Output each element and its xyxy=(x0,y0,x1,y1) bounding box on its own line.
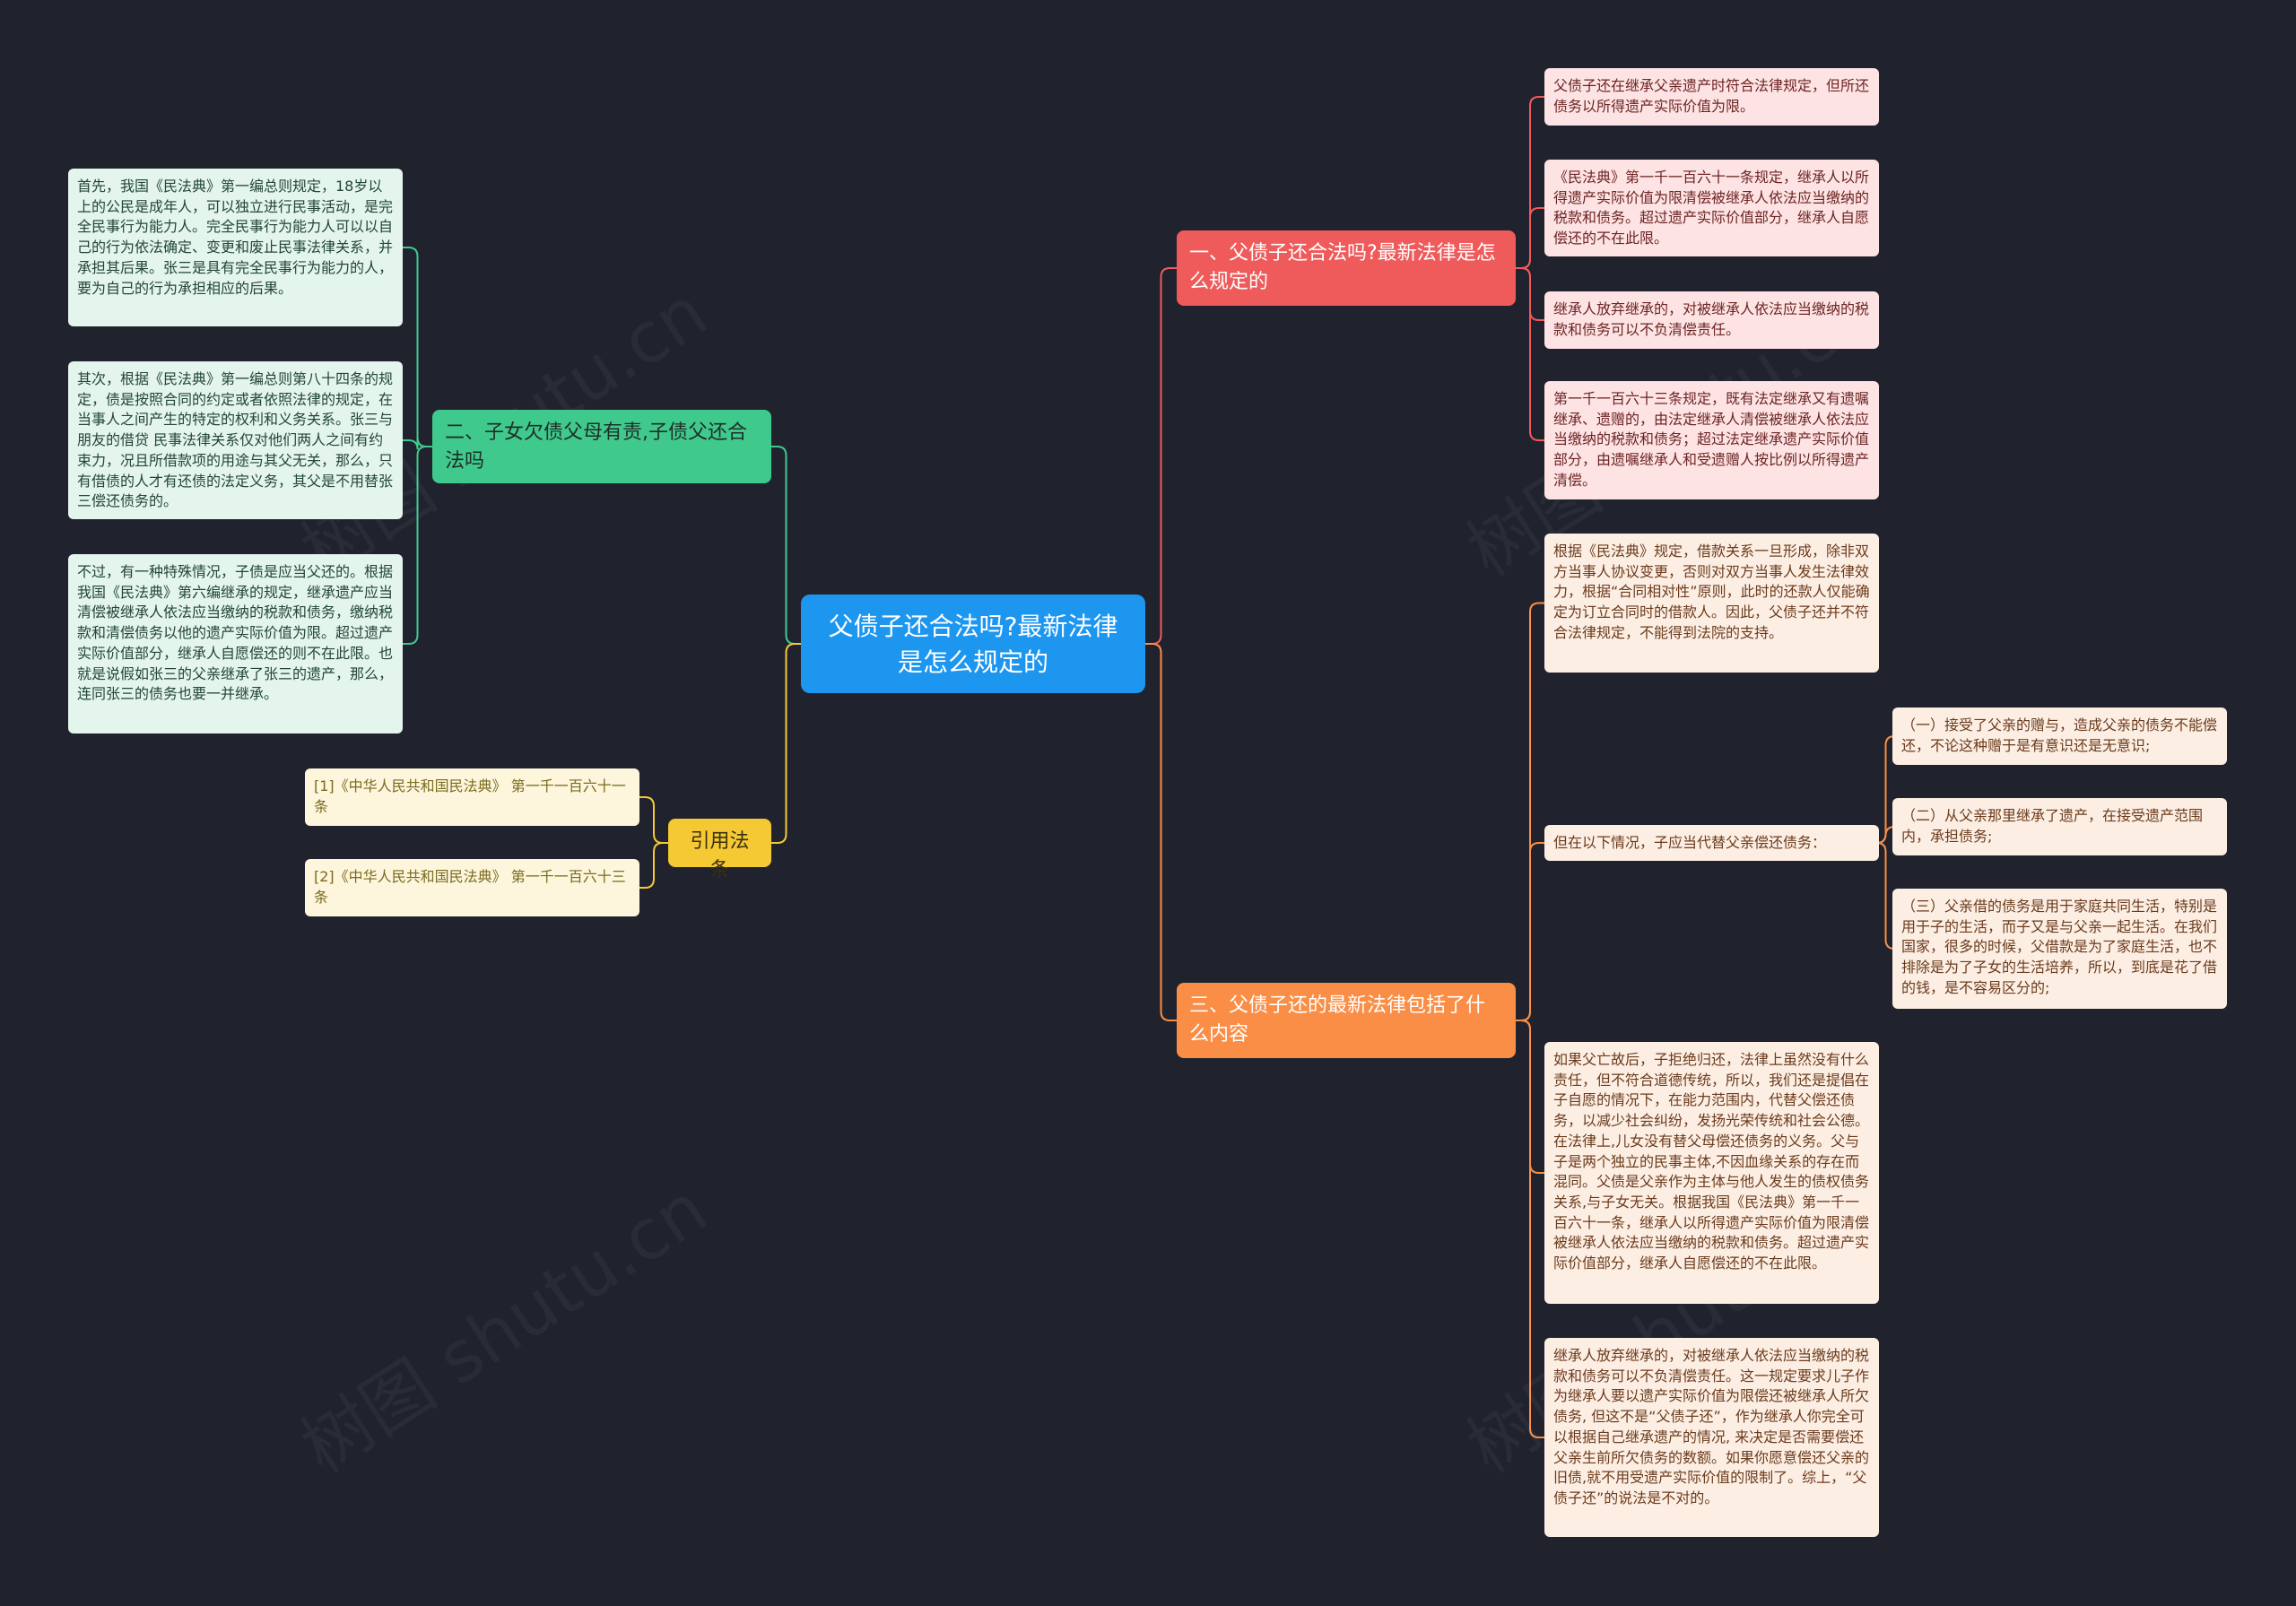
branch-references[interactable]: 引用法条 xyxy=(668,819,771,881)
link-b2-2 xyxy=(403,446,432,645)
link-b2-0 xyxy=(403,247,432,447)
leaf-b4-4[interactable]: 继承人放弃继承的，对被继承人依法应当缴纳的税款和债务可以不负清偿责任。这一规定要… xyxy=(1544,1338,1879,1537)
link-root-b4 xyxy=(1145,643,1177,1021)
root-topic[interactable]: 父债子还合法吗?最新法律是怎么规定的 xyxy=(801,595,1145,693)
condition-1[interactable]: （一）接受了父亲的赠与，造成父亲的债务不能偿还，不论这种赠于是有意识还是无意识; xyxy=(1892,708,2227,765)
link-root-b2 xyxy=(771,446,801,645)
link-b4s-2 xyxy=(1876,842,1895,950)
link-root-b3 xyxy=(771,643,801,844)
leaf-b4-1[interactable]: 根据《民法典》规定，借款关系一旦形成，除非双方当事人协议变更，否则对双方当事人发… xyxy=(1544,534,1879,673)
link-b4s-1 xyxy=(1876,826,1895,844)
branch-child-debt[interactable]: 二、子女欠债父母有责,子债父还合法吗 xyxy=(432,410,771,483)
link-b3-0 xyxy=(639,796,668,844)
reference-1[interactable]: [1]《中华人民共和国民法典》 第一千一百六十一条 xyxy=(305,768,639,826)
condition-3[interactable]: （三）父亲借的债务是用于家庭共同生活，特别是用于子的生活，而子又是与父亲一起生活… xyxy=(1892,889,2227,1009)
link-root-b1 xyxy=(1145,267,1177,645)
link-b1-3 xyxy=(1516,267,1544,441)
link-b1-1 xyxy=(1516,207,1544,269)
leaf-b2-1[interactable]: 首先，我国《民法典》第一编总则规定，18岁以上的公民是成年人，可以独立进行民事活… xyxy=(68,169,403,326)
reference-2[interactable]: [2]《中华人民共和国民法典》 第一千一百六十三条 xyxy=(305,859,639,916)
link-b3-1 xyxy=(639,842,668,889)
leaf-b1-4[interactable]: 第一千一百六十三条规定，既有法定继承又有遗嘱继承、遗赠的，由法定继承人清偿被继承… xyxy=(1544,381,1879,499)
leaf-b1-1[interactable]: 父债子还在继承父亲遗产时符合法律规定，但所还债务以所得遗产实际价值为限。 xyxy=(1544,68,1879,126)
leaf-b4-conditions[interactable]: 但在以下情况，子应当代替父亲偿还债务： xyxy=(1544,825,1879,861)
leaf-b1-3[interactable]: 继承人放弃继承的，对被继承人依法应当缴纳的税款和债务可以不负清偿责任。 xyxy=(1544,291,1879,349)
branch-latest-law[interactable]: 三、父债子还的最新法律包括了什么内容 xyxy=(1177,983,1516,1058)
leaf-b1-2[interactable]: 《民法典》第一千一百六十一条规定，继承人以所得遗产实际价值为限清偿被继承人依法应… xyxy=(1544,160,1879,256)
leaf-b2-2[interactable]: 其次，根据《民法典》第一编总则第八十四条的规定，债是按照合同的约定或者依照法律的… xyxy=(68,361,403,519)
link-b4-3 xyxy=(1516,1020,1544,1438)
link-b2-1 xyxy=(403,437,432,450)
leaf-b4-3[interactable]: 如果父亡故后，子拒绝归还，法律上虽然没有什么责任，但不符合道德传统，所以，我们还… xyxy=(1544,1042,1879,1304)
branch-legality[interactable]: 一、父债子还合法吗?最新法律是怎么规定的 xyxy=(1177,230,1516,306)
condition-2[interactable]: （二）从父亲那里继承了遗产，在接受遗产范围内，承担债务; xyxy=(1892,798,2227,855)
leaf-b2-3[interactable]: 不过，有一种特殊情况，子债是应当父还的。根据我国《民法典》第六编继承的规定，继承… xyxy=(68,554,403,734)
link-b4-1 xyxy=(1516,842,1544,1021)
